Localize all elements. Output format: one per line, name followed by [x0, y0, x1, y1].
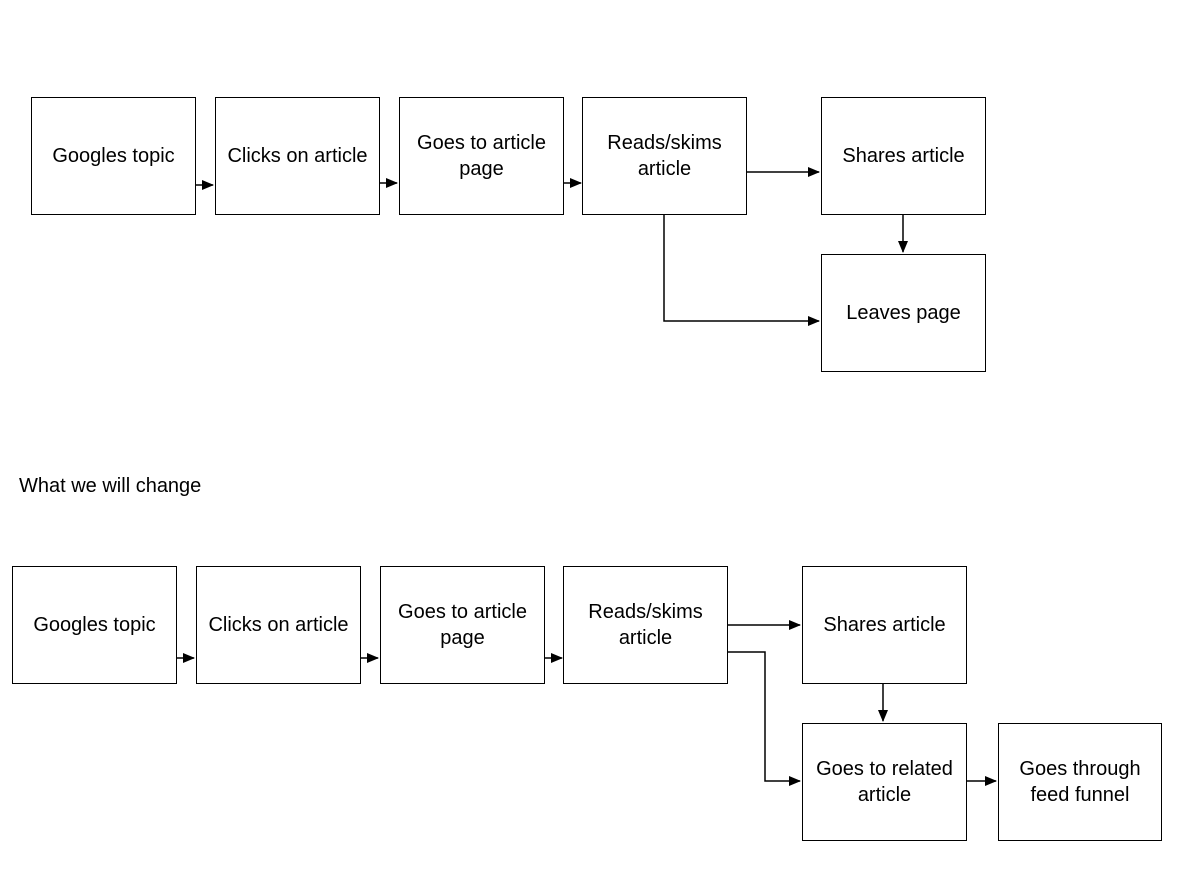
box-new-goes-to-article-page: Goes to article page	[380, 566, 545, 684]
box-goes-to-article-page: Goes to article page	[399, 97, 564, 215]
box-new-clicks-on-article: Clicks on article	[196, 566, 361, 684]
box-clicks-on-article: Clicks on article	[215, 97, 380, 215]
box-goes-to-related-article: Goes to related article	[802, 723, 967, 841]
box-reads-skims-article: Reads/skims article	[582, 97, 747, 215]
change-heading: What we will change	[19, 475, 202, 497]
arrow-new-reads-to-related	[728, 651, 801, 786]
box-new-shares-article: Shares article	[802, 566, 967, 684]
box-googles-topic: Googles topic	[31, 97, 196, 215]
arrow-reads-to-leaves	[663, 215, 820, 326]
box-shares-article: Shares article	[821, 97, 986, 215]
box-goes-through-feed-funnel: Goes through feed funnel	[998, 723, 1162, 841]
box-leaves-page: Leaves page	[821, 254, 986, 372]
box-new-googles-topic: Googles topic	[12, 566, 177, 684]
box-new-reads-skims-article: Reads/skims article	[563, 566, 728, 684]
